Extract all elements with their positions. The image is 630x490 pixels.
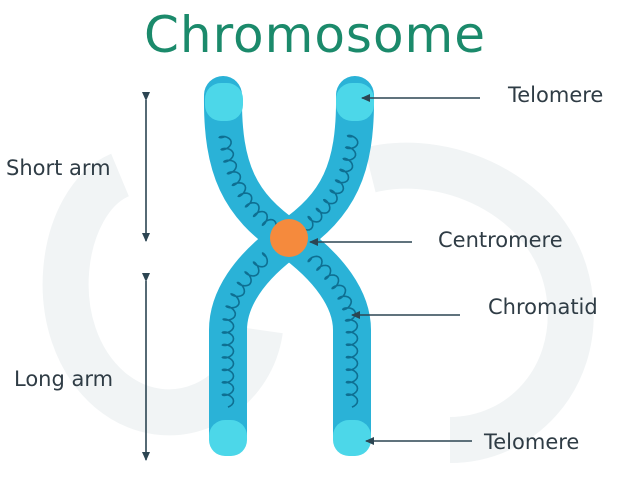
label-centromere: Centromere	[438, 228, 563, 252]
label-chromatid: Chromatid	[488, 295, 598, 319]
dna-coil	[218, 135, 277, 230]
diagram-title: Chromosome	[143, 6, 487, 64]
label-telomere-top: Telomere	[508, 83, 604, 107]
dna-coil	[302, 134, 359, 231]
dna-coils	[218, 134, 359, 408]
telomere-cap-bottom-right	[333, 420, 371, 456]
telomere-cap-top-left	[205, 83, 243, 121]
centromere-dot	[270, 219, 308, 257]
dna-coil	[307, 255, 359, 408]
label-telomere-bottom: Telomere	[484, 430, 580, 454]
telomere-cap-top-right	[336, 83, 374, 121]
label-long-arm: Long arm	[14, 367, 114, 391]
telomere-cap-bottom-left	[209, 420, 247, 456]
label-arrows	[142, 92, 480, 461]
dna-coil	[221, 252, 269, 408]
label-short-arm: Short arm	[6, 156, 111, 180]
